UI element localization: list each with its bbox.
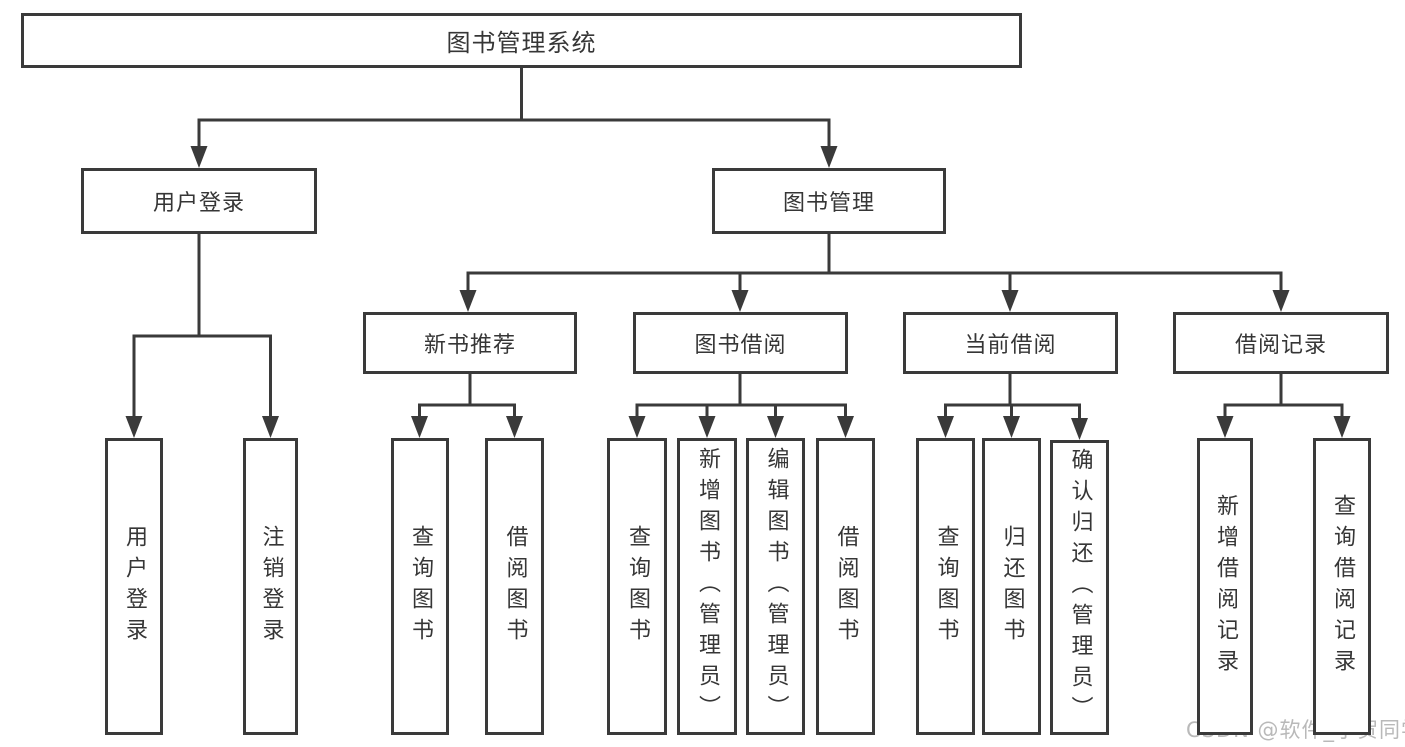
node-query-books-1-label: 查询图书 [408, 524, 433, 649]
node-book-management: 图书管理 [712, 168, 946, 234]
node-confirm-return-admin: 确认归还（管理员） [1050, 440, 1109, 735]
node-user-login: 用户登录 [81, 168, 317, 234]
node-book-borrowing-label: 图书借阅 [694, 333, 787, 358]
node-new-book-recommend: 新书推荐 [363, 312, 577, 374]
node-current-borrowing-label: 当前借阅 [964, 333, 1057, 358]
node-query-books-3-label: 查询图书 [933, 524, 959, 649]
node-borrowing-records: 借阅记录 [1173, 312, 1389, 374]
node-book-borrowing: 图书借阅 [633, 312, 848, 374]
node-query-books-2-label: 查询图书 [625, 524, 650, 649]
node-add-borrow-record: 新增借阅记录 [1197, 438, 1253, 735]
node-borrow-books-1: 借阅图书 [485, 438, 544, 735]
node-borrow-books-1-label: 借阅图书 [502, 524, 528, 649]
node-borrow-books-2: 借阅图书 [816, 438, 875, 735]
node-add-book-admin: 新增图书（管理员） [677, 438, 737, 735]
node-add-borrow-record-label: 新增借阅记录 [1213, 493, 1238, 680]
node-query-borrow-record: 查询借阅记录 [1313, 438, 1371, 735]
node-add-book-admin-label: 新增图书（管理员） [695, 447, 720, 726]
node-borrowing-records-label: 借阅记录 [1234, 333, 1327, 358]
node-logout-leaf-label: 注销登录 [258, 524, 284, 649]
node-current-borrowing: 当前借阅 [903, 312, 1118, 374]
node-query-borrow-record-label: 查询借阅记录 [1330, 493, 1355, 680]
node-user-login-leaf-label: 用户登录 [122, 524, 147, 649]
node-query-books-1: 查询图书 [391, 438, 449, 735]
node-library-system: 图书管理系统 [21, 13, 1022, 68]
node-user-login-label: 用户登录 [152, 191, 245, 216]
node-query-books-3: 查询图书 [916, 438, 975, 735]
node-borrow-books-2-label: 借阅图书 [833, 524, 859, 649]
node-return-books: 归还图书 [982, 438, 1041, 735]
node-library-system-label: 图书管理系统 [446, 29, 597, 57]
node-book-management-label: 图书管理 [782, 191, 875, 216]
node-new-book-recommend-label: 新书推荐 [423, 333, 516, 358]
node-return-books-label: 归还图书 [999, 524, 1025, 649]
node-edit-book-admin: 编辑图书（管理员） [746, 438, 805, 735]
node-confirm-return-admin-label: 确认归还（管理员） [1067, 448, 1093, 727]
node-logout-leaf: 注销登录 [243, 438, 298, 735]
node-edit-book-admin-label: 编辑图书（管理员） [763, 447, 789, 726]
node-query-books-2: 查询图书 [607, 438, 667, 735]
node-user-login-leaf: 用户登录 [105, 438, 163, 735]
